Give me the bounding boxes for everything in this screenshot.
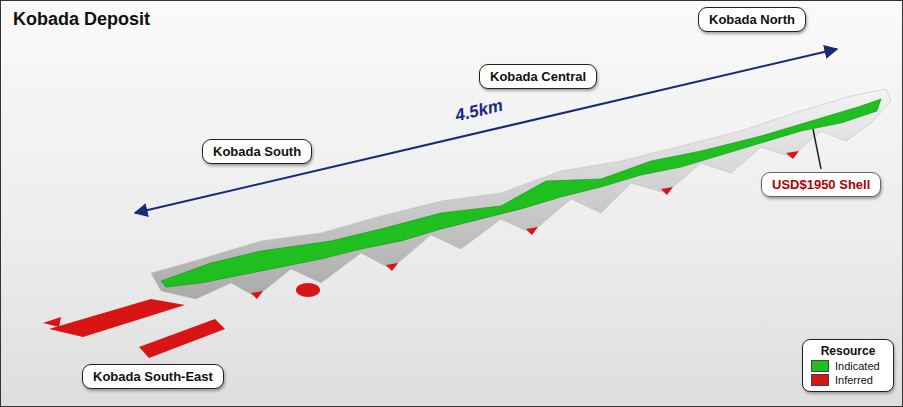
box-text: Kobada North (709, 12, 795, 27)
box-text: Kobada Central (490, 69, 586, 84)
legend-heading: Resource (811, 344, 885, 358)
location-box: USD$1950 Shell (761, 172, 881, 197)
legend-box: ResourceIndicatedInferred (802, 339, 894, 392)
box-text: Kobada South (213, 144, 301, 159)
legend-text: Inferred (835, 374, 873, 386)
location-box: Kobada North (698, 7, 806, 32)
distance-label: 4.5km (453, 96, 504, 126)
location-box: Kobada Central (479, 64, 597, 89)
legend-swatch (811, 360, 829, 372)
box-text: Kobada South-East (93, 369, 213, 384)
box-text: USD$1950 Shell (772, 177, 870, 192)
diagram-title: Kobada Deposit (13, 9, 150, 30)
location-box: Kobada South-East (82, 364, 224, 389)
legend-row: Indicated (811, 360, 885, 372)
legend-row: Inferred (811, 374, 885, 386)
legend-text: Indicated (835, 360, 880, 372)
legend-swatch (811, 374, 829, 386)
location-box: Kobada South (202, 139, 312, 164)
